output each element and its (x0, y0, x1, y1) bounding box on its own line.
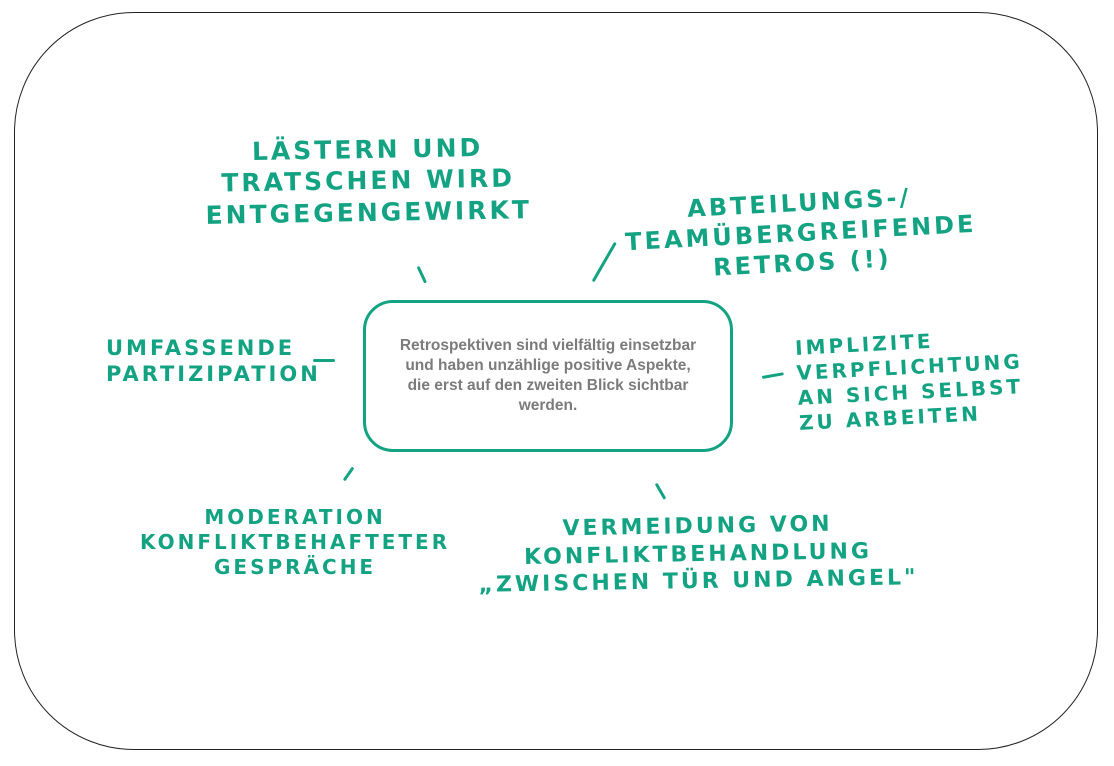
connector-line (313, 359, 335, 362)
aspect-cross-team: Abteilungs-/ teamübergreifende Retros (!… (624, 183, 978, 282)
diagram-frame (14, 12, 1098, 750)
aspect-participation: Umfassende Partizipation (106, 336, 321, 387)
aspect-moderation: Moderation konfliktbehafteter Gespräche (140, 505, 451, 579)
aspect-conflict-avoidance: Vermeidung von Konfliktbehandlung „zwisc… (478, 511, 919, 598)
central-statement: Retrospektiven sind vielfältig einsetzba… (399, 337, 697, 414)
central-statement-box: Retrospektiven sind vielfältig einsetzba… (363, 300, 733, 452)
aspect-self-commitment: Implizite Verpflichtung an sich selbst z… (794, 328, 1024, 435)
aspect-gossip: Lästern und Tratschen wird entgegengewir… (205, 132, 533, 230)
